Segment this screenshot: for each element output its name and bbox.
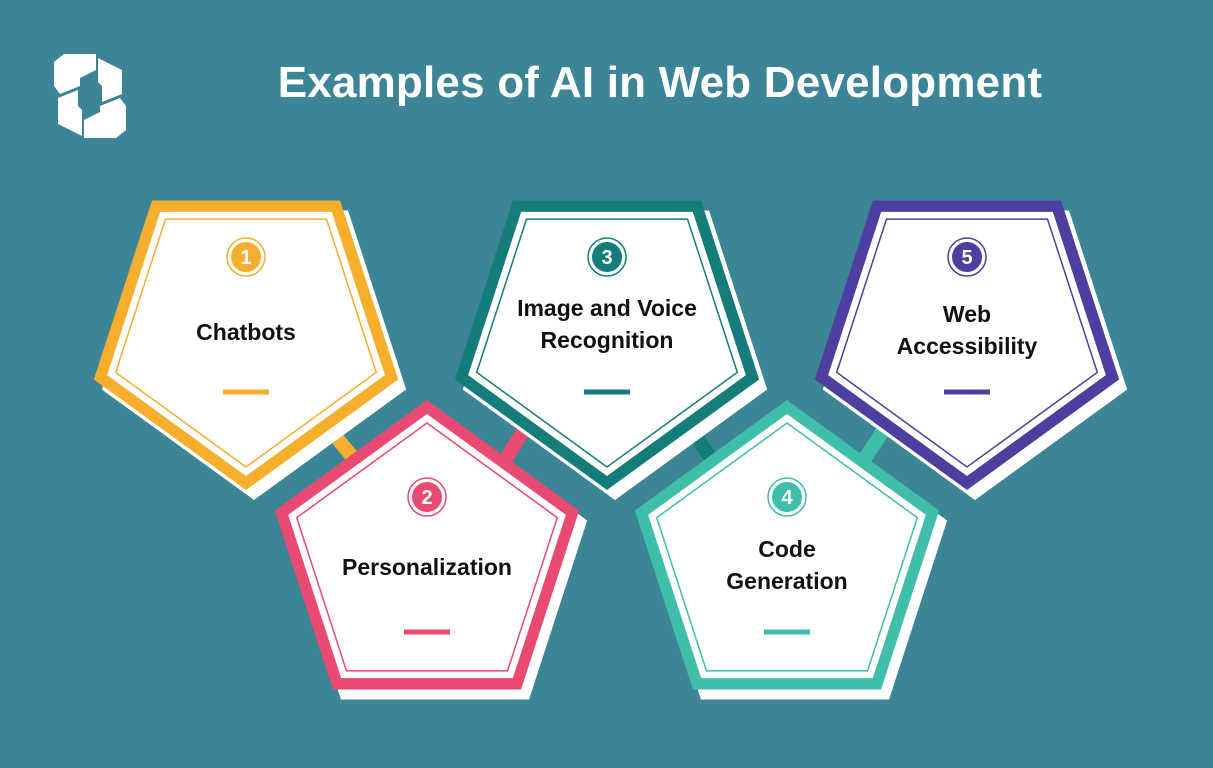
card-1-badge [231,242,261,272]
card-4-underline [764,629,810,635]
card-2-face [288,414,566,679]
card-3-badge-ring [587,237,627,277]
card-5-label-line-2: Accessibility [897,333,1038,359]
card-4-badge-ring [767,477,807,517]
brand-logo-icon [54,54,126,138]
card-3-number: 3 [601,247,612,269]
card-3-badge [592,242,622,272]
card-2-underline [404,629,450,635]
card-3-face [468,211,746,476]
card-1-label-line-1: Chatbots [196,319,296,345]
card-1-inner-outline [114,218,378,468]
card-5-badge [952,242,982,272]
card-5-face [828,211,1106,476]
card-4-face [648,414,926,679]
card-4-inner-outline [655,422,919,672]
card-2-inner-outline [295,422,559,672]
card-2-badge-ring [407,477,447,517]
card-5-underline [944,389,990,395]
card-4-label-line-1: Code [758,536,816,562]
card-3-underline [584,389,630,395]
card-2-badge [412,482,442,512]
card-4-label-line-2: Generation [726,568,847,594]
card-1-number: 1 [240,247,251,269]
card-3-label-line-2: Recognition [541,327,674,353]
card-5-badge-ring [947,237,987,277]
card-3-label-line-1: Image and Voice [517,295,697,321]
card-3-inner-outline [475,218,739,468]
card-2-number: 2 [421,487,432,509]
card-5-label-line-1: Web [943,301,991,327]
card-1-face [107,211,385,476]
card-1-badge-ring [226,237,266,277]
page-title: Examples of AI in Web Development [277,58,1043,107]
card-4-number: 4 [781,487,793,509]
card-1-underline [223,389,269,395]
card-5-number: 5 [961,247,972,269]
card-4-badge [772,482,802,512]
card-5-inner-outline [835,218,1099,468]
card-2-label-line-1: Personalization [342,554,512,580]
